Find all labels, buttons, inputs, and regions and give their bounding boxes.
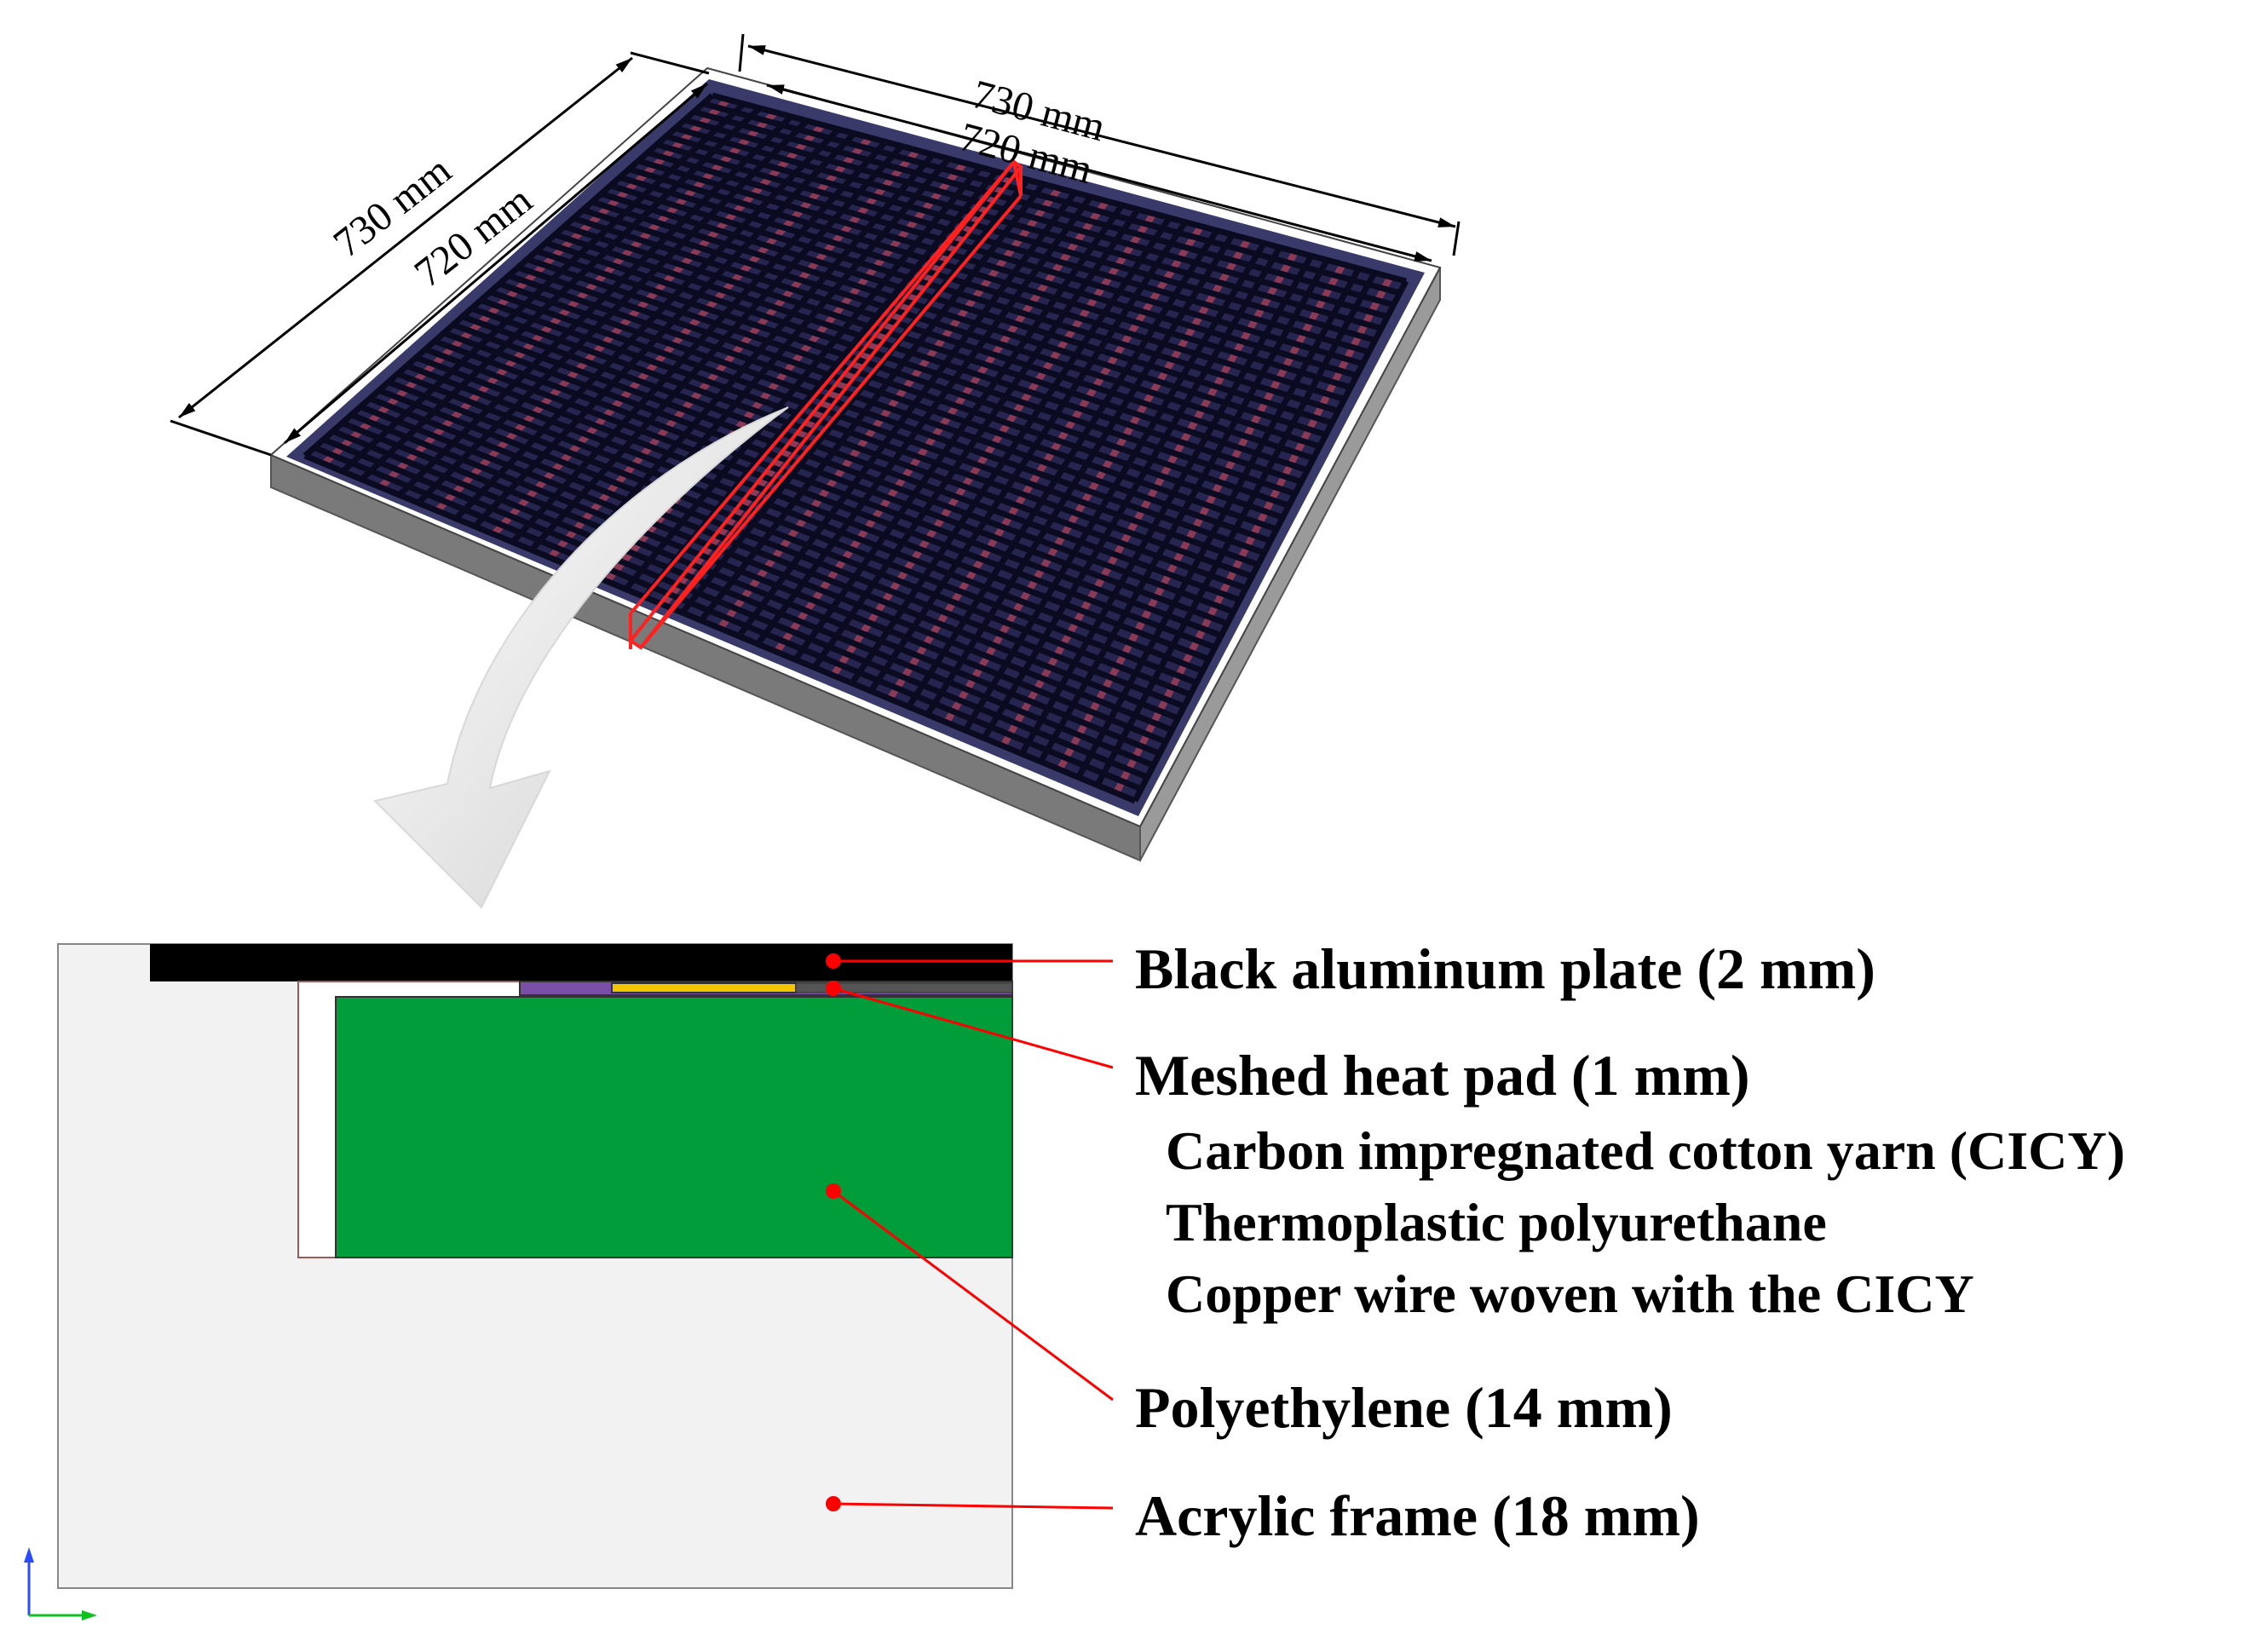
mesh-line <box>341 420 1161 757</box>
black-aluminum-plate-region <box>150 944 1012 981</box>
mesh-line <box>322 436 1149 780</box>
dimension-lines <box>170 33 1461 457</box>
leader-dots <box>826 953 841 1511</box>
mesh-line <box>600 191 1334 426</box>
mesh-line <box>313 445 1143 792</box>
mesh-line <box>619 174 1345 402</box>
dim-width-inner <box>284 82 708 445</box>
mesh-line <box>359 404 1173 734</box>
polyethylene-region <box>335 996 1013 1258</box>
mesh-line <box>350 412 1167 745</box>
leader-acrylic <box>833 1502 1114 1510</box>
leader-polyethylene <box>833 1189 1114 1402</box>
label-acrylic-frame: Acrylic frame (18 mm) <box>1135 1483 1700 1548</box>
copper-wire-region <box>795 982 1013 993</box>
label-polyethylene: Polyethylene (14 mm) <box>1135 1375 1673 1440</box>
leader-lines <box>833 959 1114 1510</box>
label-copper-wire: Copper wire woven with the CICY <box>1166 1263 1974 1324</box>
cicy-yellow-region <box>611 982 797 993</box>
mesh-line <box>368 395 1179 722</box>
layer-labels: Black aluminum plate (2 mm) Meshed heat … <box>1135 936 2125 1548</box>
mesh-line <box>609 182 1340 414</box>
label-tpu: Thermoplastic polyurethane <box>1166 1192 1827 1252</box>
label-cicy: Carbon impregnated cotton yarn (CICY) <box>1166 1120 2125 1181</box>
zoom-callout-arrow <box>373 406 789 909</box>
mesh-line <box>331 428 1155 768</box>
axes-glyph-icon <box>24 1547 97 1620</box>
cross-section-view <box>24 943 1013 1620</box>
dim-length-inner <box>766 83 1432 262</box>
label-heat-pad: Meshed heat pad (1 mm) <box>1135 1043 1750 1108</box>
label-aluminum-plate: Black aluminum plate (2 mm) <box>1135 936 1875 1001</box>
leader-heat-pad <box>833 987 1114 1069</box>
mesh-line <box>303 452 1137 804</box>
mesh-line <box>591 199 1328 438</box>
